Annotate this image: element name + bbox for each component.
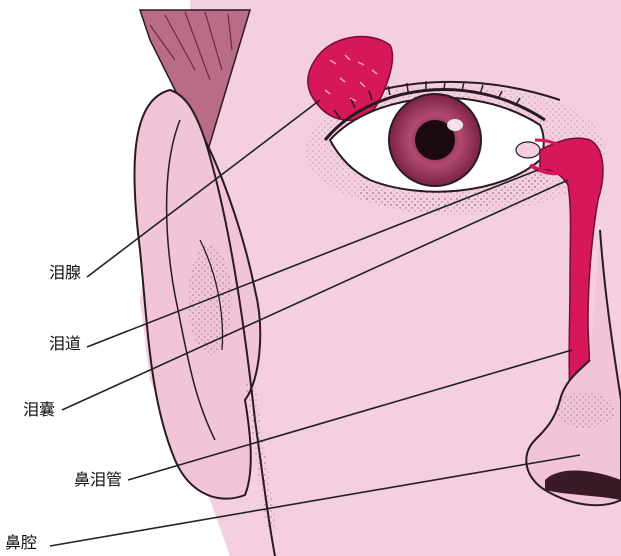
label-nasolacrimal-duct: 鼻泪管 <box>74 471 122 489</box>
label-lacrimal-sac: 泪囊 <box>23 401 55 419</box>
label-nasal-cavity: 鼻腔 <box>5 534 37 552</box>
label-lacrimal-gland: 泪腺 <box>49 264 81 282</box>
label-lacrimal-canal: 泪道 <box>49 335 81 353</box>
